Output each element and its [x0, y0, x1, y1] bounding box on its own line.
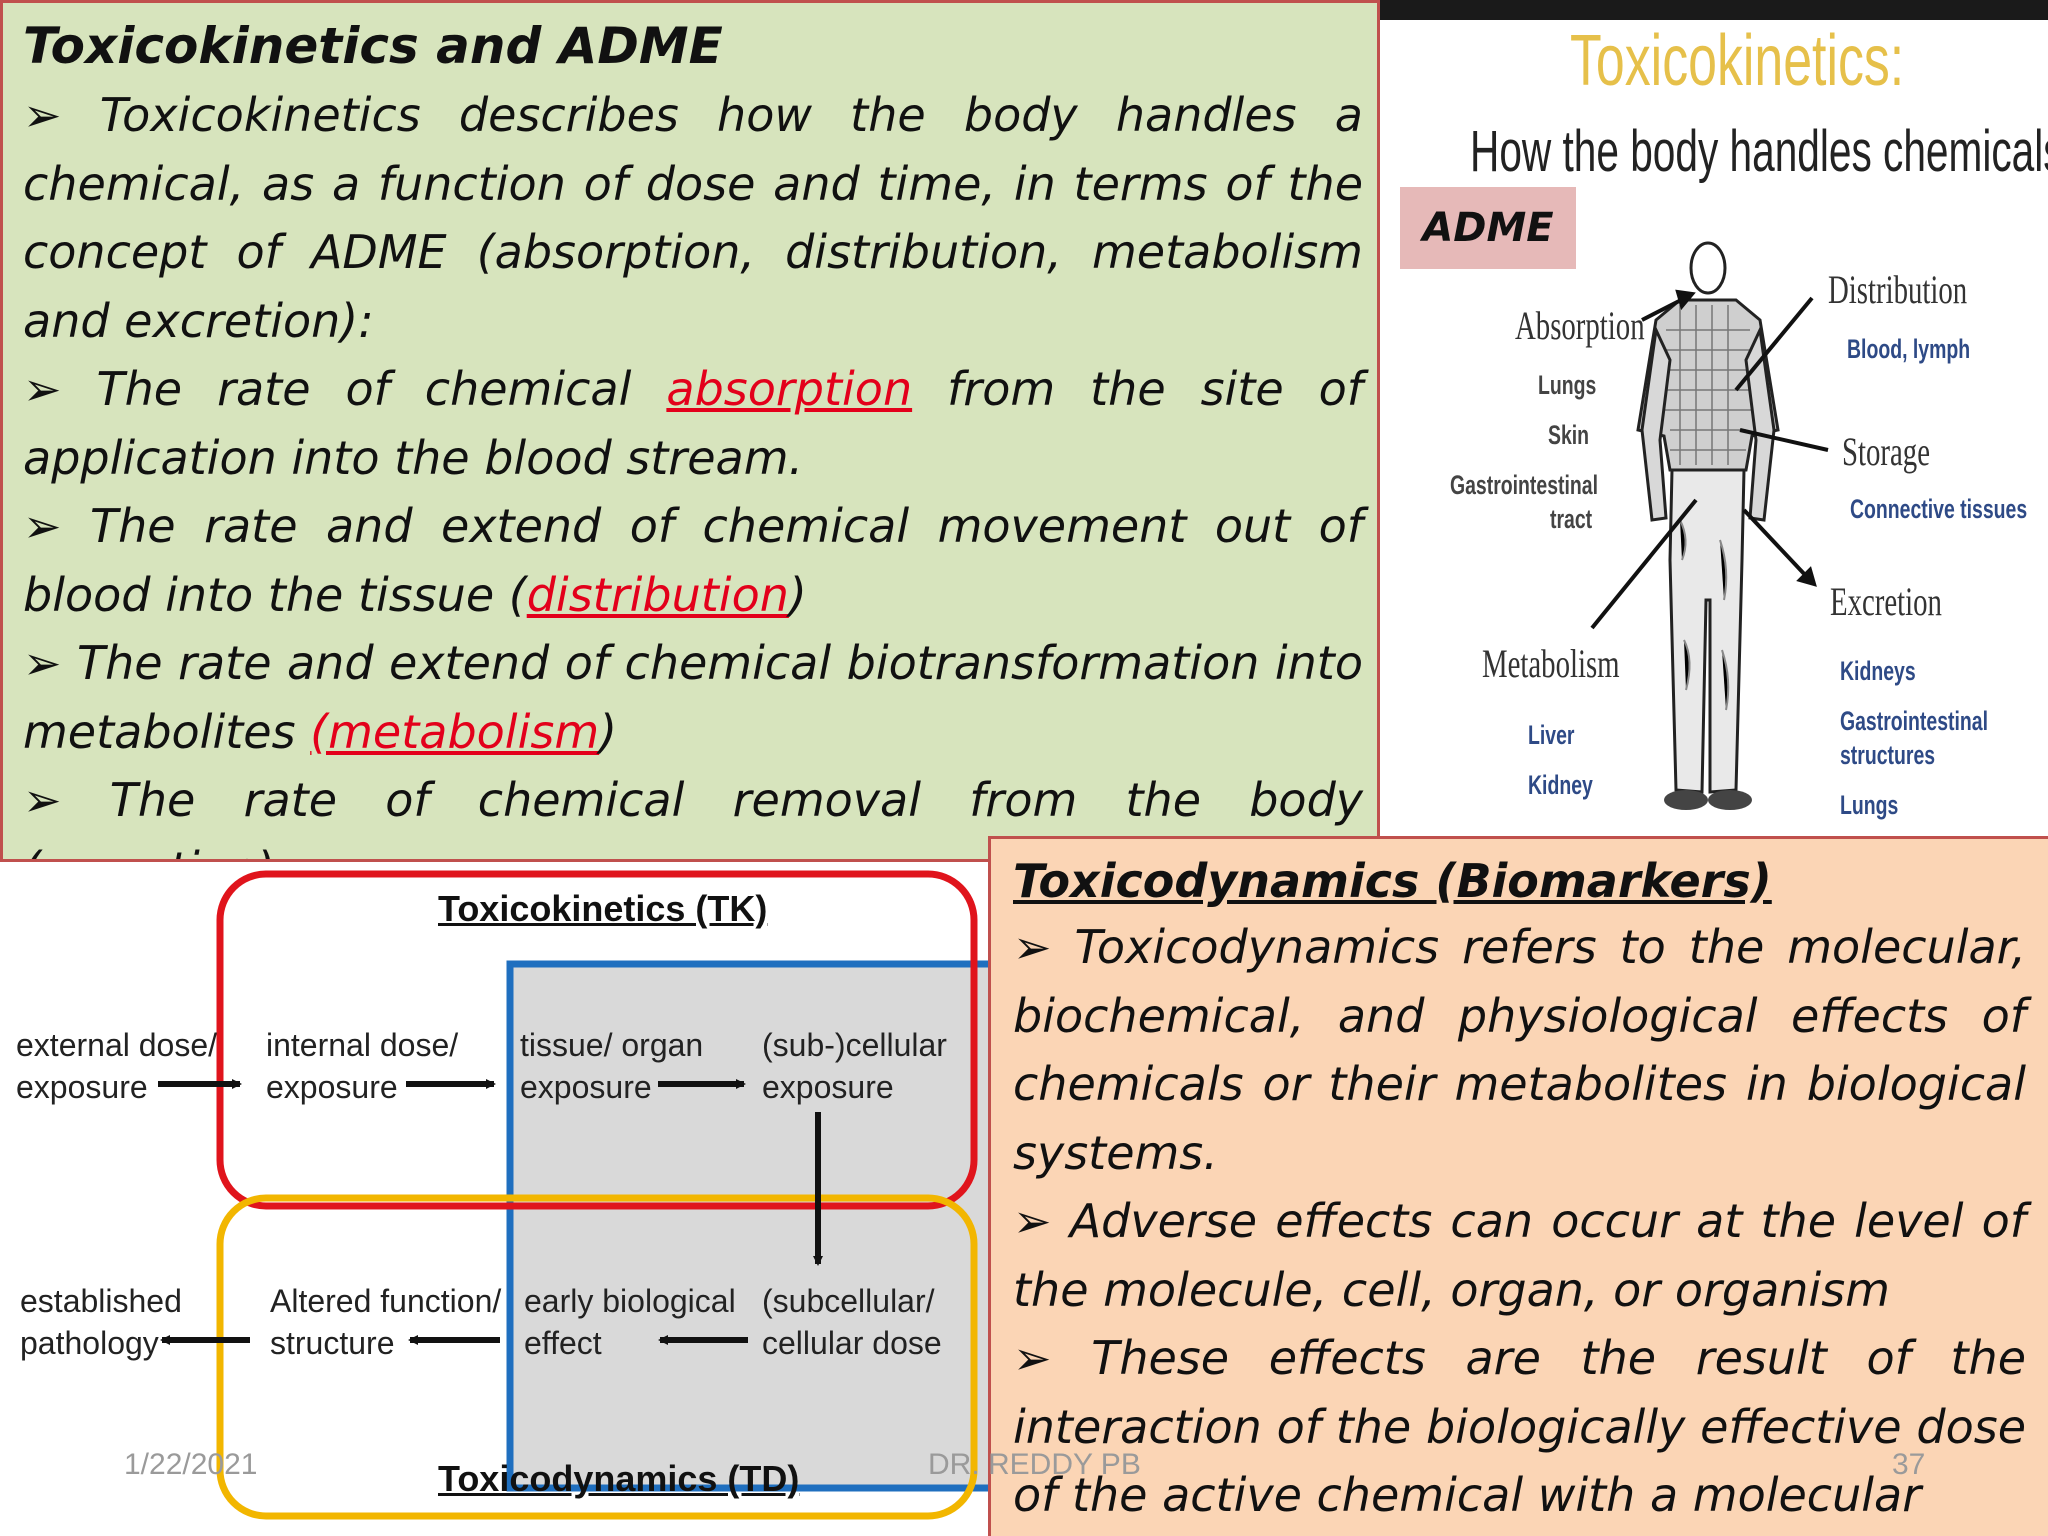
distribution-text-after: )	[788, 567, 807, 622]
metabolism-text-after: )	[599, 704, 618, 759]
toxicokinetics-panel: Toxicokinetics and ADME Toxicokinetics d…	[0, 0, 1380, 862]
subcellular-exposure-line1: (sub-)cellular	[762, 1027, 947, 1063]
metabolism-label: Metabolism	[1482, 641, 1620, 686]
established-pathology-line1: established	[20, 1283, 182, 1319]
established-pathology-label: established pathology	[20, 1280, 182, 1364]
tk-td-diagram: Toxicokinetics (TK) Toxicodynamics (TD) …	[0, 862, 990, 1536]
adme-badge: ADME	[1400, 187, 1576, 269]
slide-date: 1/22/2021	[124, 1448, 258, 1481]
tissue-organ-label: tissue/ organ exposure	[520, 1024, 703, 1108]
tk-title: Toxicokinetics (TK)	[438, 888, 768, 929]
absorption-item-gi: Gastrointestinal	[1450, 470, 1598, 500]
absorption-item-skin: Skin	[1548, 420, 1590, 450]
tk-td-diagram-shapes	[158, 870, 990, 1520]
subcellular-dose-label: (subcellular/ cellular dose	[762, 1280, 942, 1364]
subcellular-exposure-line2: exposure	[762, 1069, 894, 1105]
internal-dose-label: internal dose/ exposure	[266, 1024, 458, 1108]
td-title: Toxicodynamics (TD)	[438, 1458, 800, 1499]
subcellular-exposure-label: (sub-)cellular exposure	[762, 1024, 947, 1108]
distribution-item: Blood, lymph	[1847, 334, 1971, 364]
tk-distribution-point: The rate and extend of chemical movement…	[23, 492, 1363, 629]
distribution-label: Distribution	[1828, 267, 1968, 312]
tissue-organ-line1: tissue/ organ	[520, 1027, 704, 1063]
absorption-text-after: from the site of application into the bl…	[23, 362, 1363, 485]
metabolism-text-before: The rate and extend of chemical biotrans…	[23, 636, 1363, 759]
tk-absorption-point: The rate of chemical absorption from the…	[23, 355, 1363, 492]
td-point-2: Adverse effects can occur at the level o…	[1013, 1187, 2026, 1324]
internal-dose-line2: exposure	[266, 1069, 398, 1105]
metabolism-item-liver: Liver	[1528, 720, 1575, 750]
early-effect-line1: early biological	[524, 1283, 736, 1319]
distribution-link[interactable]: distribution	[526, 567, 789, 622]
tk-panel-title: Toxicokinetics and ADME	[23, 17, 723, 75]
absorption-item-tract: tract	[1550, 504, 1593, 534]
absorption-item-lungs: Lungs	[1538, 370, 1597, 400]
metabolism-item-kidney: Kidney	[1528, 770, 1593, 800]
td-panel-title: Toxicodynamics (Biomarkers)	[1013, 854, 1772, 908]
figure-top-bar	[1380, 0, 2048, 20]
altered-function-line1: Altered function/	[270, 1283, 502, 1319]
tissue-organ-line2: exposure	[520, 1069, 652, 1105]
metabolism-link[interactable]: (metabolism	[310, 704, 600, 759]
slide-author: DR. REDDY PB	[928, 1448, 1141, 1481]
early-effect-line2: effect	[524, 1325, 602, 1361]
subcellular-dose-line1: (subcellular/	[762, 1283, 935, 1319]
human-figure-illustration	[1590, 241, 1829, 810]
excretion-item-gi: Gastrointestinal	[1840, 706, 1988, 736]
tk-intro-point: Toxicokinetics describes how the body ha…	[23, 81, 1363, 355]
absorption-link[interactable]: absorption	[666, 362, 913, 416]
external-dose-line1: external dose/	[16, 1027, 218, 1063]
storage-item: Connective tissues	[1850, 494, 2028, 524]
internal-dose-line1: internal dose/	[266, 1027, 459, 1063]
subcellular-dose-line2: cellular dose	[762, 1325, 942, 1361]
absorption-text-before: The rate of chemical	[96, 362, 667, 416]
tk-region-outline	[216, 870, 978, 1210]
figure-title: Toxicokinetics:	[1570, 21, 1905, 101]
tk-metabolism-point: The rate and extend of chemical biotrans…	[23, 629, 1363, 766]
excretion-item-structures: structures	[1840, 740, 1936, 770]
absorption-label: Absorption	[1515, 303, 1645, 348]
figure-subtitle: How the body handles chemicals	[1470, 119, 2048, 184]
distribution-text-before: The rate and extend of chemical movement…	[23, 499, 1363, 622]
excretion-label: Excretion	[1830, 579, 1942, 624]
tk-excretion-point: The rate of chemical removal from the bo…	[23, 766, 1363, 859]
target-exposure-box	[506, 960, 990, 1492]
external-dose-label: external dose/ exposure	[16, 1024, 217, 1108]
excretion-item-lungs: Lungs	[1840, 790, 1899, 820]
td-region-outline	[216, 1194, 978, 1520]
altered-function-label: Altered function/ structure	[270, 1280, 501, 1364]
td-point-3: These effects are the result of the inte…	[1013, 1324, 2026, 1530]
adme-figure: Toxicokinetics: How the body handles che…	[1380, 0, 2048, 842]
altered-function-line2: structure	[270, 1325, 395, 1361]
toxicodynamics-panel: Toxicodynamics (Biomarkers) Toxicodynami…	[988, 836, 2048, 1536]
storage-label: Storage	[1842, 429, 1930, 474]
external-dose-line2: exposure	[16, 1069, 148, 1105]
established-pathology-line2: pathology	[20, 1325, 159, 1361]
early-effect-label: early biological effect	[524, 1280, 736, 1364]
excretion-item-kidneys: Kidneys	[1840, 656, 1916, 686]
td-point-1: Toxicodynamics refers to the molecular, …	[1013, 913, 2026, 1187]
slide-number: 37	[1892, 1448, 1926, 1481]
